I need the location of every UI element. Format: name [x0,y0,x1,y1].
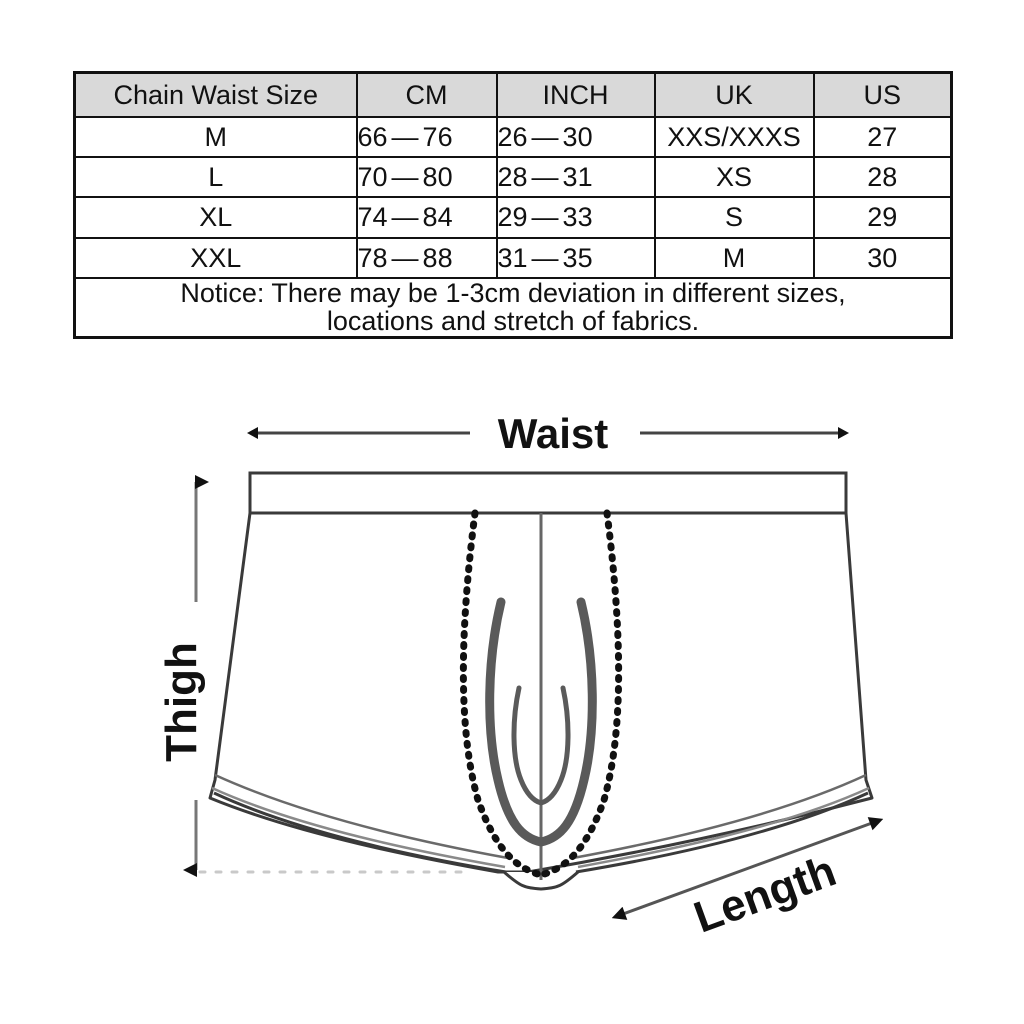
range-dash: — [531,242,559,273]
cm-low: 78 [357,242,388,273]
range-dash: — [531,121,559,152]
cell-inch-range: 28—31 [495,156,656,199]
cell-us: 27 [812,115,953,159]
inch-low: 29 [497,202,528,233]
cm-high: 76 [422,121,453,152]
cell-inch-range: 26—30 [495,115,656,159]
cell-cm-range: 70—80 [355,156,498,199]
cell-size: XXL [73,236,358,279]
table-header: Chain Waist Size CM INCH UK US [73,71,953,118]
boxer-brief-illustration [208,471,874,891]
notice-line-2: locations and stretch of fabrics. [326,306,700,337]
table-body: M 66—76 26—30 XXS/XXXS 27 L 70—80 28—31 … [73,115,953,339]
cell-inch-range: 31—35 [495,236,656,279]
cell-us: 30 [812,236,953,279]
cell-inch-range: 29—33 [495,196,656,239]
crotch-seam [503,870,579,891]
waistband [248,471,848,515]
inch-high: 35 [562,242,593,273]
cm-high: 84 [422,202,453,233]
inch-low: 26 [497,121,528,152]
measurement-diagram: Waist Thigh [0,380,1024,990]
cm-low: 74 [357,202,388,233]
thigh-label: Thigh [157,642,206,762]
inch-high: 30 [562,121,593,152]
notice-text: Notice: There may be 1-3cm deviation in … [73,276,953,339]
range-dash: — [531,162,559,193]
table-row: M 66—76 26—30 XXS/XXXS 27 [73,115,953,159]
inch-low: 31 [497,242,528,273]
cell-cm-range: 66—76 [355,115,498,159]
cell-size: L [73,156,358,199]
column-header-uk: UK [653,71,815,118]
pouch-contour-outer-right [536,597,597,847]
table-row: XXL 78—88 31—35 M 30 [73,236,953,279]
cell-us: 29 [812,196,953,239]
size-chart-table: Chain Waist Size CM INCH UK US M 66—76 2… [73,71,953,339]
left-leg-hem-inner [211,786,506,869]
left-leg-hem-upper [214,773,509,860]
cm-low: 66 [357,121,388,152]
cell-size: XL [73,196,358,239]
inch-low: 28 [497,162,528,193]
range-dash: — [391,162,419,193]
range-dash: — [391,202,419,233]
cm-low: 70 [357,162,388,193]
inch-high: 31 [562,162,593,193]
pouch-contour-outer-left [485,597,546,847]
cell-size: M [73,115,358,159]
length-dimension-arrow [611,817,884,920]
table-row: XL 74—84 29—33 S 29 [73,196,953,239]
table-notice-row: Notice: There may be 1-3cm deviation in … [73,276,953,339]
left-leg-hem-outer [213,791,507,874]
size-chart-table-container: Chain Waist Size CM INCH UK US M 66—76 2… [73,71,953,339]
waist-label: Waist [498,410,608,457]
cm-high: 80 [422,162,453,193]
notice-line-1: Notice: There may be 1-3cm deviation in … [180,278,846,309]
range-dash: — [391,242,419,273]
pouch-contour-inner-left [511,685,544,806]
pouch-stitch-right [537,509,623,879]
column-header-us: US [812,71,953,118]
table-header-row: Chain Waist Size CM INCH UK US [73,71,953,118]
column-header-chain-waist-size: Chain Waist Size [73,71,358,118]
cell-uk: S [653,196,815,239]
pouch-contour-inner-right [538,685,571,806]
range-dash: — [391,121,419,152]
column-header-cm: CM [355,71,498,118]
cell-uk: XXS/XXXS [653,115,815,159]
cell-uk: M [653,236,815,279]
range-dash: — [531,202,559,233]
cell-cm-range: 78—88 [355,236,498,279]
column-header-inch: INCH [495,71,656,118]
cell-uk: XS [653,156,815,199]
pouch-stitch-left [459,509,545,879]
table-row: L 70—80 28—31 XS 28 [73,156,953,199]
cell-cm-range: 74—84 [355,196,498,239]
cm-high: 88 [422,242,453,273]
cell-us: 28 [812,156,953,199]
inch-high: 33 [562,202,593,233]
